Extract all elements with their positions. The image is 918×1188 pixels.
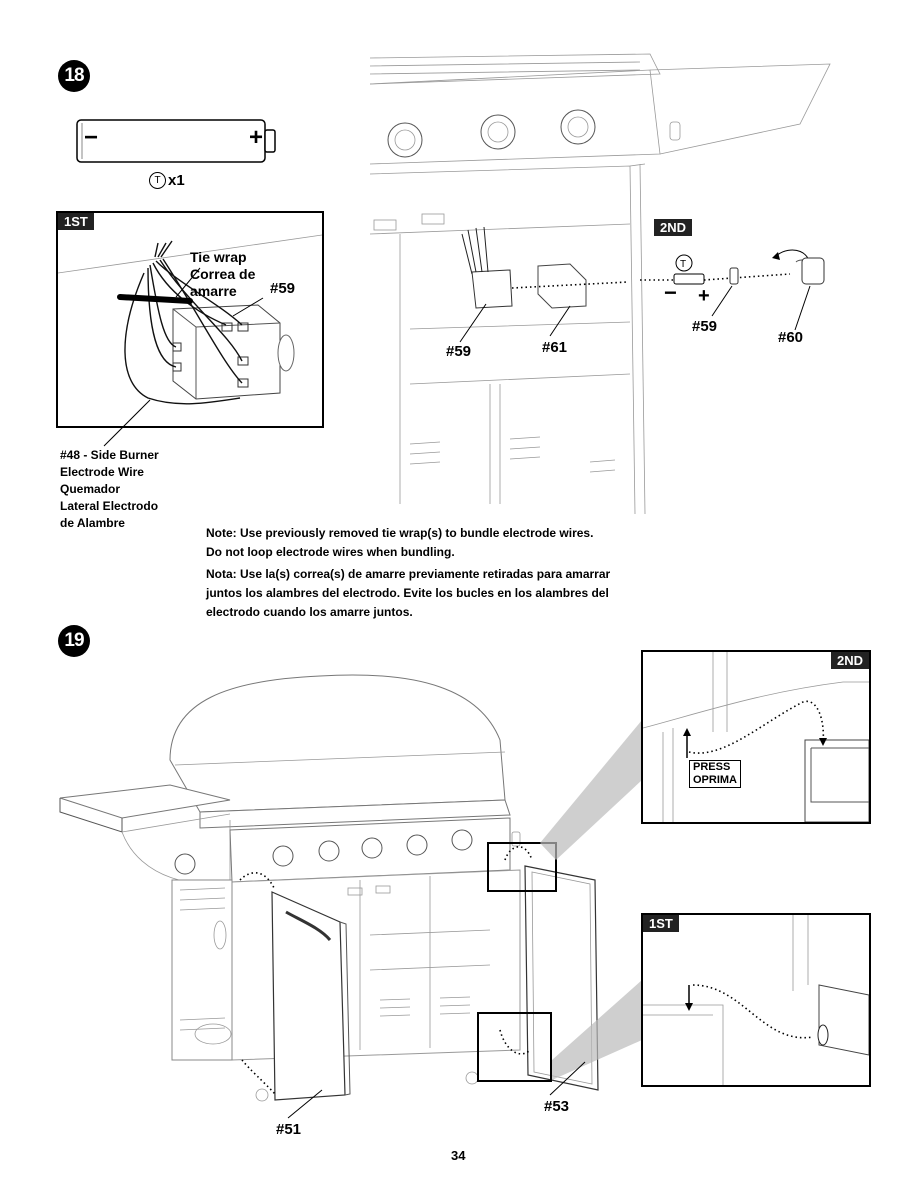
part-59-grill-label: #59 xyxy=(446,343,472,360)
door-press-detail xyxy=(643,652,869,822)
part-59-label: #59 xyxy=(270,280,296,297)
part-60-label: #60 xyxy=(778,329,804,346)
battery-minus: − xyxy=(84,124,99,151)
second-tag: 2ND xyxy=(830,652,869,669)
step19-second-frame: 2ND PRESS OPRIMA xyxy=(641,650,871,824)
step19-first-frame: 1ST xyxy=(641,913,871,1087)
part-61-label: #61 xyxy=(542,339,568,356)
ignition-module-illustration xyxy=(58,234,322,405)
svg-text:T: T xyxy=(680,259,686,270)
battery-plus: + xyxy=(249,124,264,151)
battery-illustration xyxy=(76,119,276,163)
tie-wrap-label: Tie wrap Correa de amarre xyxy=(190,249,256,299)
step18-second-tag: 2ND xyxy=(654,219,693,236)
svg-text:+: + xyxy=(698,285,710,307)
electrode-wire-label: #48 - Side Burner Electrode Wire Quemado… xyxy=(60,448,159,530)
page-number: 34 xyxy=(451,1148,466,1163)
step-19-badge: 19 xyxy=(58,625,90,657)
first-tag: 1ST xyxy=(58,213,94,230)
grill-control-panel-illustration xyxy=(369,53,831,515)
svg-text:−: − xyxy=(664,280,677,305)
step18-first-frame: 1ST Tie wrap Correa de amarre #59 xyxy=(56,211,324,428)
part-51-label: #51 xyxy=(276,1121,302,1138)
part-59-battery-label: #59 xyxy=(692,318,718,335)
step18-note: Note: Use previously removed tie wrap(s)… xyxy=(206,526,611,619)
door-hinge-detail xyxy=(643,915,869,1085)
battery-install-illustration: T − + xyxy=(640,249,825,331)
part-53-label: #53 xyxy=(544,1098,570,1115)
step-18-badge: 18 xyxy=(58,60,90,92)
first-tag-19: 1ST xyxy=(643,915,679,932)
tool-t-icon: T xyxy=(149,172,166,189)
press-callout: PRESS OPRIMA xyxy=(689,760,741,788)
battery-qty: x1 xyxy=(168,172,185,189)
